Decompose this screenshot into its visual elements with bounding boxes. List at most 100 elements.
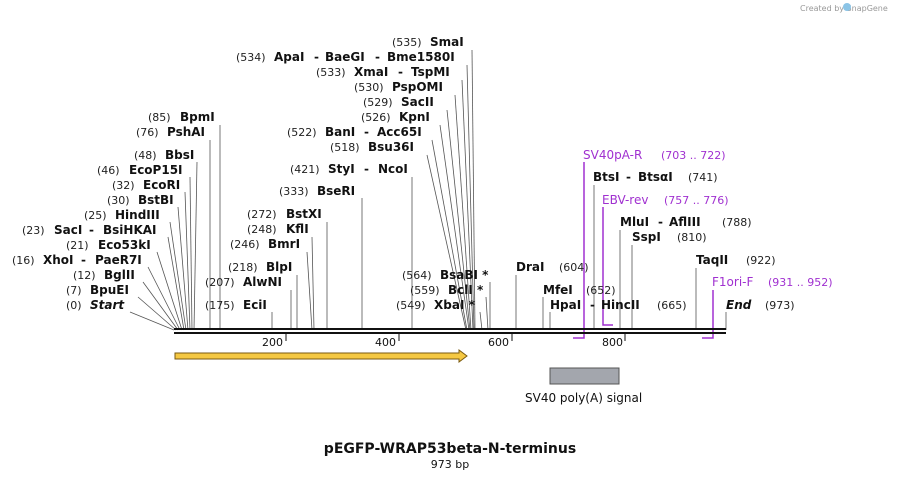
site-label-bglii[interactable]: (12) BglII bbox=[73, 268, 135, 282]
site-label-btsi[interactable]: BtsI - BtsαI (741) bbox=[593, 170, 718, 184]
site-label-kpni[interactable]: (526) KpnI bbox=[361, 110, 430, 124]
primer-label-sv40pa-r[interactable]: SV40pA-R (703 .. 722) bbox=[583, 148, 726, 162]
svg-text:(652): (652) bbox=[586, 284, 616, 297]
ruler bbox=[285, 334, 626, 341]
svg-text:(534): (534) bbox=[236, 51, 266, 64]
site-label-bani[interactable]: (522) BanI - Acc65I bbox=[287, 125, 422, 139]
site-label-apai[interactable]: (534) ApaI - BaeGI - Bme1580I bbox=[236, 50, 455, 64]
site-label-ecop15i[interactable]: (46) EcoP15I bbox=[97, 163, 183, 177]
site-label-blpi[interactable]: (218) BlpI bbox=[228, 260, 292, 274]
site-label-end[interactable]: End (973) bbox=[726, 298, 795, 312]
site-label-drai[interactable]: DraI (604) bbox=[516, 260, 589, 274]
svg-text:-: - bbox=[364, 125, 369, 139]
site-label-start[interactable]: (0) Start bbox=[66, 298, 125, 312]
svg-text:(757 .. 776): (757 .. 776) bbox=[664, 194, 729, 207]
site-label-ecii[interactable]: (175) EciI bbox=[205, 298, 267, 312]
svg-text:NcoI: NcoI bbox=[378, 162, 408, 176]
site-label-xhoi[interactable]: (16) XhoI - PaeR7I bbox=[12, 253, 142, 267]
site-label-bbsi[interactable]: (48) BbsI bbox=[134, 148, 194, 162]
svg-text:SspI: SspI bbox=[632, 230, 661, 244]
site-label-bpmi[interactable]: (85) BpmI bbox=[148, 110, 215, 124]
svg-text:(931 .. 952): (931 .. 952) bbox=[768, 276, 833, 289]
svg-text:-: - bbox=[89, 223, 94, 237]
site-label-hindiii[interactable]: (25) HindIII bbox=[84, 208, 160, 222]
tick-label-600: 600 bbox=[488, 336, 509, 349]
site-label-kfli[interactable]: (248) KflI bbox=[247, 222, 309, 236]
svg-text:TaqII: TaqII bbox=[696, 253, 728, 267]
svg-text:(0): (0) bbox=[66, 299, 82, 312]
site-label-saci[interactable]: (23) SacI - BsiHKAI bbox=[22, 223, 157, 237]
svg-text:HincII: HincII bbox=[601, 298, 640, 312]
primer-label-f1ori-f[interactable]: F1ori-F (931 .. 952) bbox=[712, 275, 833, 289]
primer-markers bbox=[573, 162, 714, 339]
svg-text:-: - bbox=[314, 50, 319, 64]
site-label-pspomi[interactable]: (530) PspOMI bbox=[354, 80, 443, 94]
site-label-mlui[interactable]: MluI - AflIII (788) bbox=[620, 215, 752, 229]
svg-text:SacI: SacI bbox=[54, 223, 82, 237]
site-label-mfei[interactable]: MfeI (652) bbox=[543, 283, 616, 297]
site-label-bstbi[interactable]: (30) BstBI bbox=[107, 193, 174, 207]
svg-text:PaeR7I: PaeR7I bbox=[95, 253, 142, 267]
site-label-bcli[interactable]: (559) BclI * bbox=[410, 283, 484, 297]
svg-text:SV40pA-R: SV40pA-R bbox=[583, 148, 642, 162]
svg-text:Start: Start bbox=[90, 298, 125, 312]
primer-label-ebv-rev[interactable]: EBV-rev (757 .. 776) bbox=[602, 193, 729, 207]
site-label-ecori[interactable]: (32) EcoRI bbox=[112, 178, 180, 192]
site-label-pshai[interactable]: (76) PshAI bbox=[136, 125, 205, 139]
svg-text:-: - bbox=[375, 50, 380, 64]
svg-text:Eco53kI: Eco53kI bbox=[98, 238, 151, 252]
svg-text:BpuEI: BpuEI bbox=[90, 283, 129, 297]
svg-text:(604): (604) bbox=[559, 261, 589, 274]
svg-text:AflIII: AflIII bbox=[669, 215, 701, 229]
svg-text:XbaI *: XbaI * bbox=[434, 298, 476, 312]
site-label-alwni[interactable]: (207) AlwNI bbox=[205, 275, 282, 289]
site-label-taqii[interactable]: TaqII (922) bbox=[696, 253, 776, 267]
site-label-xmai[interactable]: (533) XmaI - TspMI bbox=[316, 65, 450, 79]
site-label-smai[interactable]: (535) SmaI bbox=[392, 35, 464, 49]
svg-text:(272): (272) bbox=[247, 208, 277, 221]
site-label-xbai[interactable]: (549) XbaI * bbox=[396, 298, 476, 312]
site-label-bsu36i[interactable]: (518) Bsu36I bbox=[330, 140, 414, 154]
svg-text:Bme1580I: Bme1580I bbox=[387, 50, 455, 64]
svg-text:(665): (665) bbox=[657, 299, 687, 312]
site-label-hpai[interactable]: HpaI - HincII (665) bbox=[550, 298, 687, 312]
svg-text:(25): (25) bbox=[84, 209, 107, 222]
site-label-sacii[interactable]: (529) SacII bbox=[363, 95, 434, 109]
svg-text:BpmI: BpmI bbox=[180, 110, 215, 124]
svg-text:DraI: DraI bbox=[516, 260, 544, 274]
sv40-polya-feature-box[interactable] bbox=[549, 367, 620, 385]
svg-text:BclI *: BclI * bbox=[448, 283, 484, 297]
svg-text:(7): (7) bbox=[66, 284, 82, 297]
sequence-backbone bbox=[174, 328, 726, 334]
svg-text:KflI: KflI bbox=[286, 222, 309, 236]
svg-text:(535): (535) bbox=[392, 36, 422, 49]
svg-text:SacII: SacII bbox=[401, 95, 434, 109]
sequence-length: 973 bp bbox=[431, 458, 469, 471]
site-label-bmri[interactable]: (246) BmrI bbox=[230, 237, 300, 251]
svg-text:BmrI: BmrI bbox=[268, 237, 300, 251]
svg-text:F1ori-F: F1ori-F bbox=[712, 275, 753, 289]
svg-text:(526): (526) bbox=[361, 111, 391, 124]
site-label-sspi[interactable]: SspI (810) bbox=[632, 230, 707, 244]
svg-text:(559): (559) bbox=[410, 284, 440, 297]
site-label-bpuei[interactable]: (7) BpuEI bbox=[66, 283, 129, 297]
snapgene-logo-icon bbox=[843, 3, 851, 11]
svg-text:(522): (522) bbox=[287, 126, 317, 139]
site-label-styi[interactable]: (421) StyI - NcoI bbox=[290, 162, 408, 176]
site-label-bsabi[interactable]: (564) BsaBI * bbox=[402, 268, 489, 282]
svg-text:(218): (218) bbox=[228, 261, 258, 274]
svg-text:BstXI: BstXI bbox=[286, 207, 322, 221]
site-label-bseri[interactable]: (333) BseRI bbox=[279, 184, 355, 198]
svg-text:(246): (246) bbox=[230, 238, 260, 251]
svg-text:BtsαI: BtsαI bbox=[638, 170, 673, 184]
svg-text:SmaI: SmaI bbox=[430, 35, 464, 49]
tick-label-400: 400 bbox=[375, 336, 396, 349]
svg-text:StyI: StyI bbox=[328, 162, 355, 176]
svg-text:(564): (564) bbox=[402, 269, 432, 282]
site-label-eco53ki[interactable]: (21) Eco53kI bbox=[66, 238, 151, 252]
site-label-bstxi[interactable]: (272) BstXI bbox=[247, 207, 322, 221]
svg-text:-: - bbox=[658, 215, 663, 229]
svg-text:XhoI: XhoI bbox=[43, 253, 74, 267]
svg-text:-: - bbox=[364, 162, 369, 176]
svg-text:BstBI: BstBI bbox=[138, 193, 174, 207]
